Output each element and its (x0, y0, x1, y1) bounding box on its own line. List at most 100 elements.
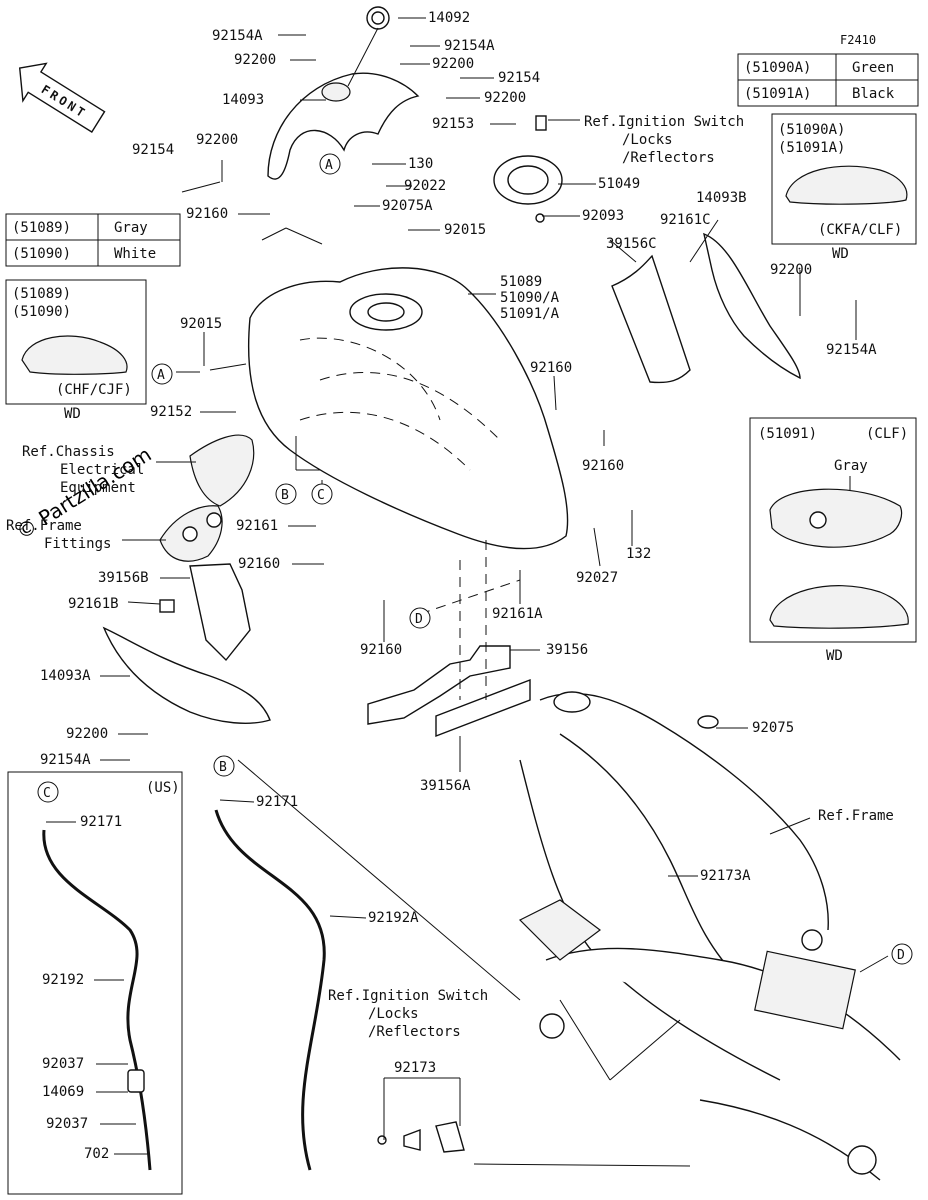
fuel-pump (493, 115, 563, 223)
color-table-right: (51090A) Green (51091A) Black (737, 53, 919, 107)
ref-label: /Locks (622, 132, 673, 148)
ref-label: Fittings (44, 536, 111, 552)
part-label: 92192 (42, 972, 84, 988)
ref-label: Ref.Ignition Switch (584, 114, 744, 130)
callouts: A A B B C C D D (37, 153, 913, 965)
part-label: 92022 (404, 178, 446, 194)
ref-label: Ref.Ignition Switch (328, 988, 488, 1004)
tank-side-sketch (769, 585, 909, 629)
part-label: 92015 (444, 222, 486, 238)
part-label: 92154 (132, 142, 174, 158)
part-label: 14093A (40, 668, 91, 684)
inset-region: WD (826, 648, 843, 664)
part-label: 51091/A (500, 306, 560, 322)
part-label: 39156A (420, 778, 471, 794)
color-name: White (114, 246, 156, 262)
pad-39156b (189, 563, 251, 662)
part-label: 92161A (492, 606, 543, 622)
part-label: 92037 (46, 1116, 88, 1132)
part-label: 702 (84, 1146, 109, 1162)
part-label: 92075 (752, 720, 794, 736)
callout-letter: A (325, 158, 333, 173)
callout-letter: D (897, 948, 905, 963)
callout-letter: C (43, 786, 51, 801)
part-label: 39156C (606, 236, 657, 252)
ref-label: /Locks (368, 1006, 419, 1022)
tank-sketch (785, 165, 908, 205)
part-label: 92200 (770, 262, 812, 278)
part-label: 92153 (432, 116, 474, 132)
color-table-left: (51089) Gray (51090) White (5, 213, 181, 267)
inset-variant: (CKFA/CLF) (818, 222, 902, 238)
part-label: 92173 (394, 1060, 436, 1076)
part-label: 92200 (484, 90, 526, 106)
part-label: 92075A (382, 198, 433, 214)
part-label: 14092 (428, 10, 470, 26)
part-label: 92154A (40, 752, 91, 768)
part-label: 92161C (660, 212, 711, 228)
part-labels: 14092 92154A 92200 92154A 92200 92154 14… (40, 10, 877, 1162)
part-label: 14069 (42, 1084, 84, 1100)
ref-label: Equipment (60, 480, 136, 496)
color-name: Black (852, 86, 895, 102)
pad-39156a (435, 678, 531, 738)
part-label: 92200 (196, 132, 238, 148)
inset-variant: (CLF) (866, 426, 908, 442)
ref-label: Electrical (60, 462, 144, 478)
color-code: (51091A) (744, 86, 811, 102)
inset-code: (51090) (12, 304, 71, 320)
part-label: 92160 (238, 556, 280, 572)
inset-variant: (CHF/CJF) (56, 382, 132, 398)
callout-letter: B (281, 488, 289, 503)
part-label: 92037 (42, 1056, 84, 1072)
callout-letter: A (157, 368, 165, 383)
color-name: Gray (114, 220, 148, 236)
ref-label: Ref.Frame (818, 808, 894, 824)
part-label: 92200 (234, 52, 276, 68)
side-cover-right (703, 232, 801, 380)
reference-labels: Ref.Ignition Switch /Locks /Reflectors R… (6, 114, 894, 1040)
part-label: 92154A (826, 342, 877, 358)
callout-letter: C (317, 488, 325, 503)
part-label: 92160 (360, 642, 402, 658)
inset-right-top: (51090A) (51091A) (CKFA/CLF) WD (771, 113, 917, 262)
part-label: 92161B (68, 596, 119, 612)
ignition-fittings (377, 1121, 465, 1153)
part-label: 92154A (212, 28, 263, 44)
frame (518, 691, 901, 1181)
us-hose-box: (US) (7, 771, 183, 1195)
part-label: 92152 (150, 404, 192, 420)
tank-top-sketch (769, 488, 903, 548)
part-label: 92160 (582, 458, 624, 474)
tank-sketch (21, 335, 128, 375)
hose-92192 (42, 829, 152, 1171)
inset-code: (51091) (758, 426, 817, 442)
front-arrow: FRONT (18, 62, 106, 133)
part-label: 92160 (186, 206, 228, 222)
ref-label: /Reflectors (368, 1024, 461, 1040)
part-label: 92161 (236, 518, 278, 534)
part-label: 92160 (530, 360, 572, 376)
part-label: 92027 (576, 570, 618, 586)
inset-right-mid: (51091) (CLF) Gray WD (749, 417, 917, 664)
color-code: (51089) (12, 220, 71, 236)
part-label: 14093B (696, 190, 747, 206)
callout-letter: B (219, 760, 227, 775)
pad-39156 (367, 645, 511, 725)
tank-part-lines: 51089 51090/A 51091/A (500, 274, 560, 322)
leader-lines (46, 17, 889, 1167)
part-label: 92171 (80, 814, 122, 830)
side-cover-left (102, 626, 271, 724)
part-label: 132 (626, 546, 651, 562)
part-label: 92192A (368, 910, 419, 926)
inset-left: (51089) (51090) (CHF/CJF) WD (5, 279, 147, 422)
bracket-upper (189, 434, 255, 507)
us-label: (US) (146, 780, 180, 796)
ref-label: /Reflectors (622, 150, 715, 166)
part-label: 130 (408, 156, 433, 172)
part-label: 92154 (498, 70, 540, 86)
part-label: 14093 (222, 92, 264, 108)
ref-label: Ref.Frame (6, 518, 82, 534)
inset-code: (51091A) (778, 140, 845, 156)
